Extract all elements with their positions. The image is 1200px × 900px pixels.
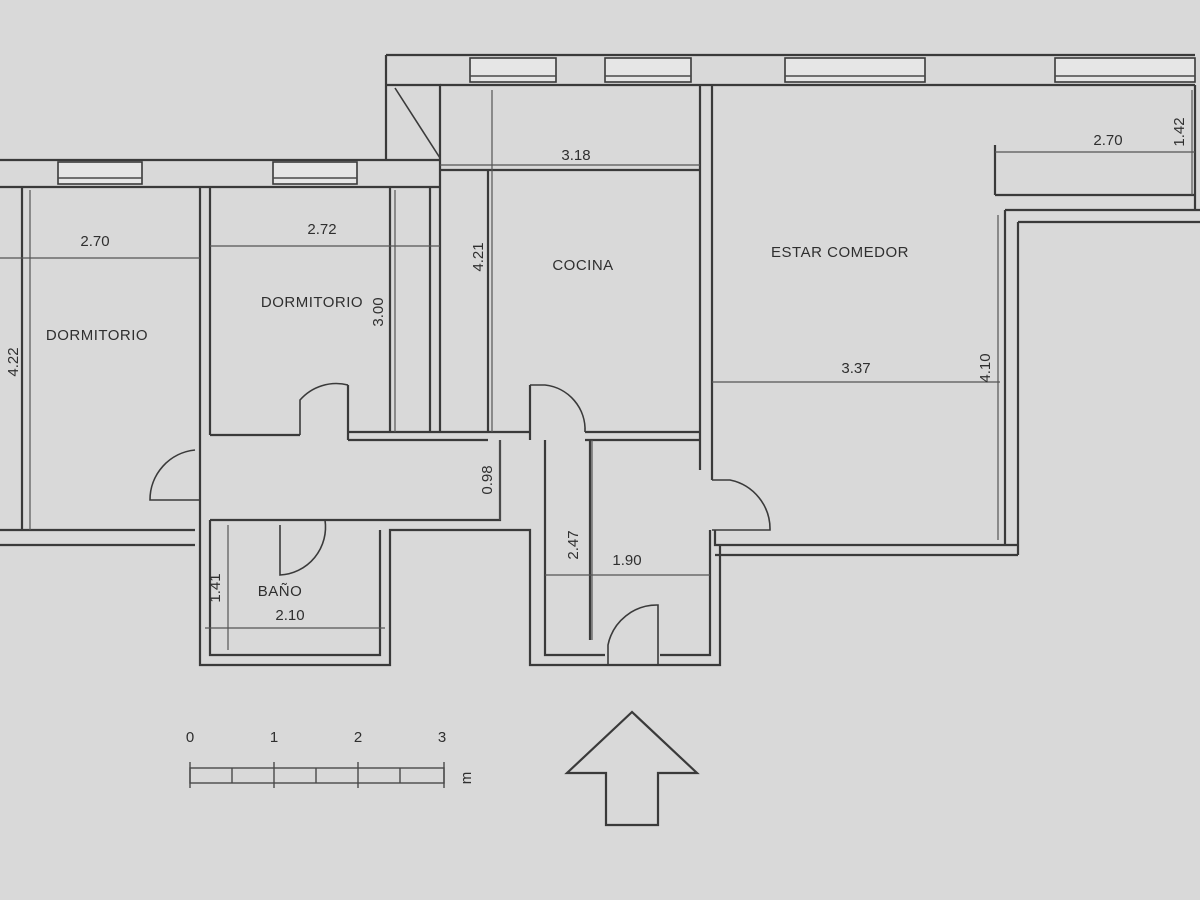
window <box>604 57 692 83</box>
doors <box>149 87 771 665</box>
door-entrance <box>607 604 659 665</box>
scale-tick-2: 2 <box>354 729 362 746</box>
north-arrow-icon <box>564 710 700 827</box>
dim-dorm-left-depth: 4.22 <box>5 347 22 376</box>
room-label-cocina: COCINA <box>552 257 613 274</box>
walls <box>0 53 1200 667</box>
room-label-dormitorio-left: DORMITORIO <box>46 327 148 344</box>
door-dormitorio-left <box>149 449 200 501</box>
dim-bano-width: 2.10 <box>275 607 304 624</box>
dimension-lines <box>0 90 1195 650</box>
room-label-estar-comedor: ESTAR COMEDOR <box>771 244 909 261</box>
scale-bar: 0 1 2 3 m <box>186 729 475 788</box>
dim-hall-width: 0.98 <box>479 465 496 494</box>
scale-tick-3: 3 <box>438 729 446 746</box>
door-cocina <box>530 384 586 433</box>
room-labels: DORMITORIO DORMITORIO COCINA ESTAR COMED… <box>46 244 909 600</box>
dim-cocina-width: 3.18 <box>561 147 590 164</box>
windows <box>57 57 1196 185</box>
window <box>272 161 358 185</box>
dim-dorm-mid-width: 2.72 <box>307 221 336 238</box>
dim-estar-depth: 4.10 <box>977 353 994 382</box>
window <box>784 57 926 83</box>
door-bano <box>279 519 327 576</box>
dim-dorm-mid-depth: 3.00 <box>370 297 387 326</box>
dim-entry-depth: 2.47 <box>565 530 582 559</box>
dim-bano-depth: 1.41 <box>207 573 224 602</box>
window <box>57 161 143 185</box>
scale-tick-1: 1 <box>270 729 278 746</box>
dim-dorm-left-width: 2.70 <box>80 233 109 250</box>
scale-unit: m <box>458 772 475 785</box>
room-label-dormitorio-mid: DORMITORIO <box>261 294 363 311</box>
dimension-values: 2.70 4.22 2.72 3.00 3.18 4.21 3.37 4.10 … <box>5 117 1188 624</box>
dim-estar-width: 3.37 <box>841 360 870 377</box>
window <box>1054 57 1196 83</box>
dim-cocina-depth: 4.21 <box>470 242 487 271</box>
room-label-bano: BAÑO <box>258 583 303 600</box>
window <box>469 57 557 83</box>
door-dormitorio <box>299 382 349 435</box>
door-estar <box>712 479 771 531</box>
scale-tick-0: 0 <box>186 729 194 746</box>
dim-terrace-depth: 1.42 <box>1171 117 1188 146</box>
dim-terrace-width: 2.70 <box>1093 132 1122 149</box>
dim-entry-width: 1.90 <box>612 552 641 569</box>
